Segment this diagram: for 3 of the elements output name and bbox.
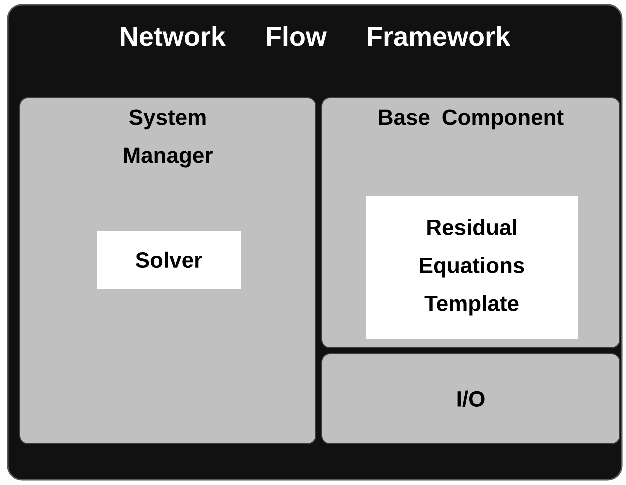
module-box: Residual Equations Template (366, 196, 578, 339)
component-panel: I/O (322, 354, 620, 444)
module-box: Solver (97, 231, 241, 289)
